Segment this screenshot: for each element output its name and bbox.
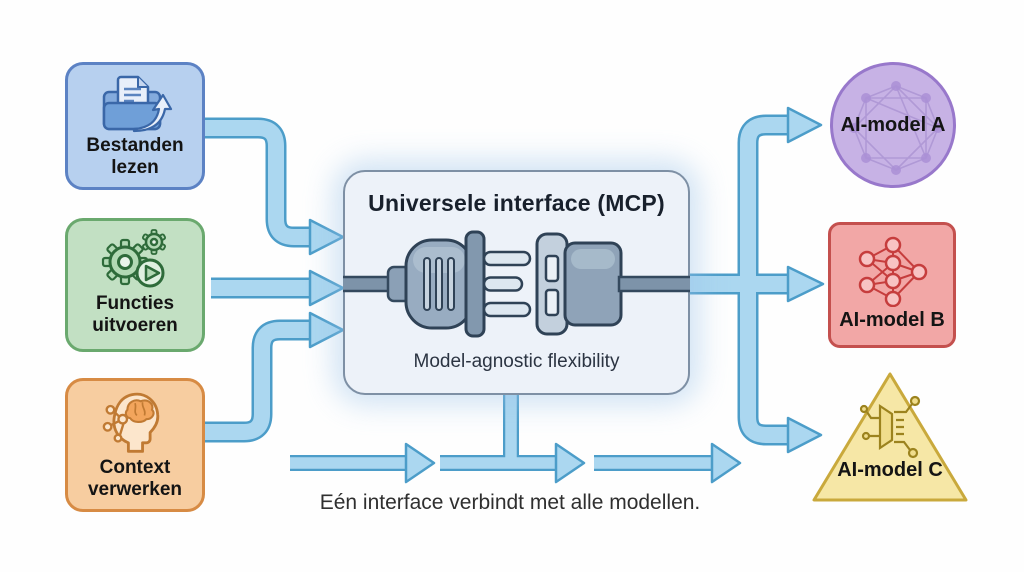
circuit-icon xyxy=(859,395,921,459)
input-node-context-verwerken: Context verwerken xyxy=(65,378,205,512)
input-label-line1: Bestanden xyxy=(86,135,184,156)
model-label: AI-model C xyxy=(837,459,943,481)
universal-interface-box: Universele interface (MCP) Model-agnosti… xyxy=(343,170,690,395)
model-label: AI-model B xyxy=(839,309,945,331)
input-node-bestanden-lezen: Bestanden lezen xyxy=(65,62,205,190)
model-label: AI-model A xyxy=(840,113,946,136)
diagram-caption: Eén interface verbindt met alle modellen… xyxy=(319,491,701,514)
folder-document-icon xyxy=(102,75,173,133)
input-label-line2: lezen xyxy=(111,157,159,179)
input-label: Bestanden lezen xyxy=(86,135,183,180)
center-subtitle: Model-agnostic flexibility xyxy=(413,351,620,372)
plug-connector-icon xyxy=(343,230,690,338)
input-label: Functies uitvoeren xyxy=(92,293,178,338)
model-node-ai-model-c xyxy=(800,368,990,508)
head-brain-icon xyxy=(102,392,160,453)
gears-play-icon xyxy=(101,229,166,288)
input-label: Context verwerken xyxy=(88,457,182,502)
neural-network-icon xyxy=(858,236,928,307)
model-node-ai-model-a: AI-model A xyxy=(830,62,956,188)
input-label-line1: Functies xyxy=(95,293,175,314)
input-label-line2: uitvoeren xyxy=(92,315,178,337)
input-label-line2: verwerken xyxy=(87,479,182,501)
input-node-functies-uitvoeren: Functies uitvoeren xyxy=(65,218,205,352)
center-title: Universele interface (MCP) xyxy=(368,190,665,216)
input-label-line1: Context xyxy=(99,457,171,478)
network-graph-icon xyxy=(849,81,943,175)
model-node-ai-model-b: AI-model B xyxy=(828,222,956,348)
triangle-shape xyxy=(812,372,968,502)
